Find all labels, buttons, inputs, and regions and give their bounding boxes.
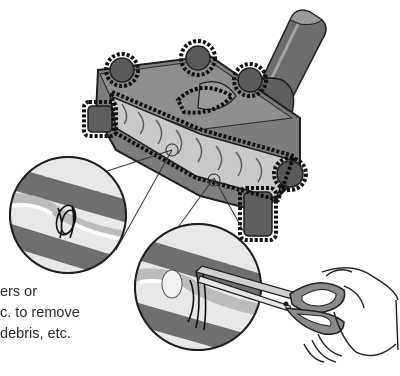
zoom-detail-tangled-hair xyxy=(0,150,140,290)
caption-line-2: c. to remove xyxy=(0,303,140,324)
caption-line-1: ers or xyxy=(0,282,140,303)
instruction-caption: ers or c. to remove debris, etc. xyxy=(0,282,140,345)
zoom-detail-cutting xyxy=(130,220,270,360)
caption-line-3: debris, etc. xyxy=(0,324,140,345)
